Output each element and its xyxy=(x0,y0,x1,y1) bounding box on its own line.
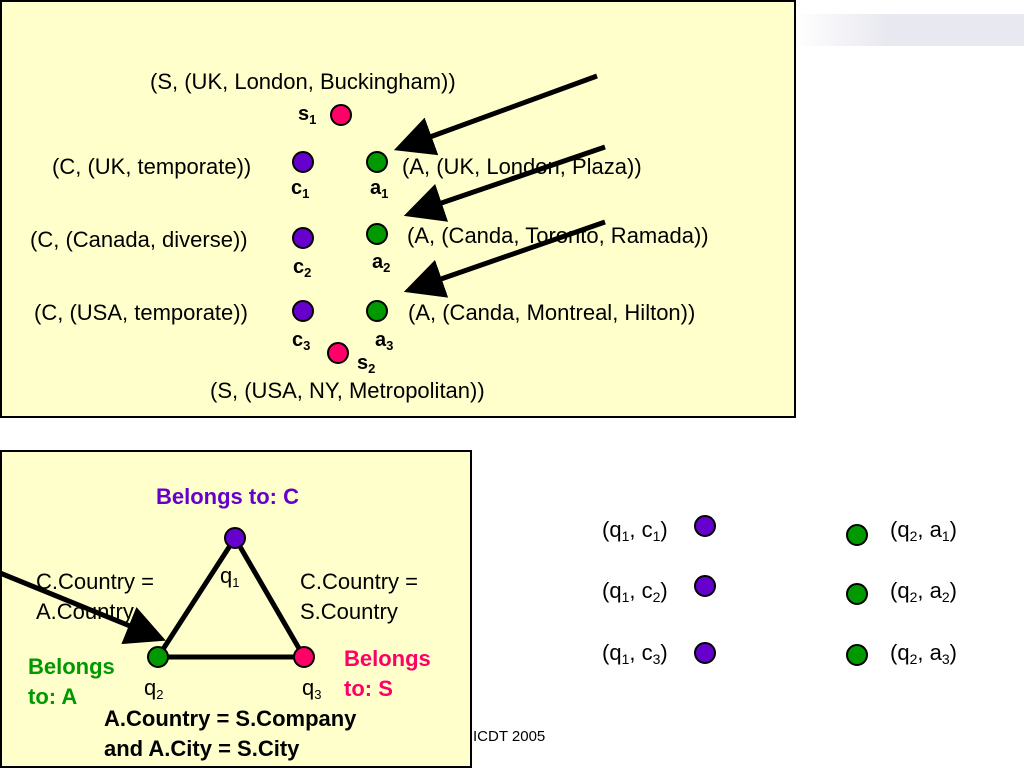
s1-node xyxy=(330,104,352,126)
title-bar-gradient xyxy=(795,14,1024,46)
a2-node xyxy=(366,223,388,245)
s1-label: s1 xyxy=(298,103,317,127)
s2-label: s2 xyxy=(357,352,376,376)
q3-node xyxy=(293,646,315,668)
c3-tuple: (C, (USA, temporate)) xyxy=(34,300,248,325)
c1-node xyxy=(292,151,314,173)
q2-node xyxy=(147,646,169,668)
pair-q1-c3: (q1, c3) xyxy=(602,640,668,667)
arrow-to-q2 xyxy=(0,570,166,645)
q2-label: q2 xyxy=(144,675,164,702)
c1-tuple: (C, (UK, temporate)) xyxy=(52,154,252,179)
pair-q1-c2: (q1, c2) xyxy=(602,578,668,605)
a3-label: a3 xyxy=(375,329,394,353)
c2-tuple: (C, (Canada, diverse)) xyxy=(30,227,248,252)
q1-node xyxy=(224,527,246,549)
edge-q1-q3 xyxy=(232,536,307,659)
left-condition-line1: C.Country = xyxy=(36,569,154,594)
right-condition-line2: S.Country xyxy=(300,599,398,624)
a2-label: a2 xyxy=(372,251,391,275)
belongs-to-a-line1: Belongs xyxy=(28,654,115,679)
arrow-to-a3 xyxy=(403,219,606,298)
belongs-to-s-line1: Belongs xyxy=(344,646,431,671)
pair-q2-a1-dot xyxy=(846,524,868,546)
query-graph-panel xyxy=(0,450,472,768)
s2-node xyxy=(327,342,349,364)
c3-label: c3 xyxy=(292,329,311,353)
pair-q2-a2-dot xyxy=(846,583,868,605)
pair-q2-a2: (q2, a2) xyxy=(890,578,957,605)
a3-tuple: (A, (Canda, Montreal, Hilton)) xyxy=(408,300,696,325)
pair-q2-a3: (q2, a3) xyxy=(890,640,957,667)
c2-label: c2 xyxy=(293,256,312,280)
s2-tuple: (S, (USA, NY, Metropolitan)) xyxy=(210,378,485,403)
c1-label: c1 xyxy=(291,177,310,201)
a1-tuple: (A, (UK, London, Plaza)) xyxy=(402,154,642,179)
a1-node xyxy=(366,151,388,173)
pair-q1-c2-dot xyxy=(694,575,716,597)
belongs-to-c-label: Belongs to: C xyxy=(156,484,299,509)
bottom-condition-line1: A.Country = S.Company xyxy=(104,706,357,731)
s1-tuple: (S, (UK, London, Buckingham)) xyxy=(150,69,456,94)
pair-q1-c1-dot xyxy=(694,515,716,537)
q3-label: q3 xyxy=(302,675,322,702)
arrow-to-a2 xyxy=(403,144,606,222)
c2-node xyxy=(292,227,314,249)
pair-q1-c3-dot xyxy=(694,642,716,664)
pair-q2-a1: (q2, a1) xyxy=(890,517,957,544)
arrow-to-a1 xyxy=(393,73,598,156)
footer-text: ICDT 2005 xyxy=(473,728,546,745)
belongs-to-s-line2: to: S xyxy=(344,676,393,701)
belongs-to-a-line2: to: A xyxy=(28,684,78,709)
a2-tuple: (A, (Canda, Toronto, Ramada)) xyxy=(407,223,709,248)
q1-label: q1 xyxy=(220,563,240,590)
right-condition-line1: C.Country = xyxy=(300,569,418,594)
bottom-condition-line2: and A.City = S.City xyxy=(104,736,300,761)
a1-label: a1 xyxy=(370,177,389,201)
pair-q1-c1: (q1, c1) xyxy=(602,517,668,544)
c3-node xyxy=(292,300,314,322)
edge-q1-q2 xyxy=(155,536,238,659)
data-graph-panel xyxy=(0,0,796,418)
a3-node xyxy=(366,300,388,322)
pair-q2-a3-dot xyxy=(846,644,868,666)
